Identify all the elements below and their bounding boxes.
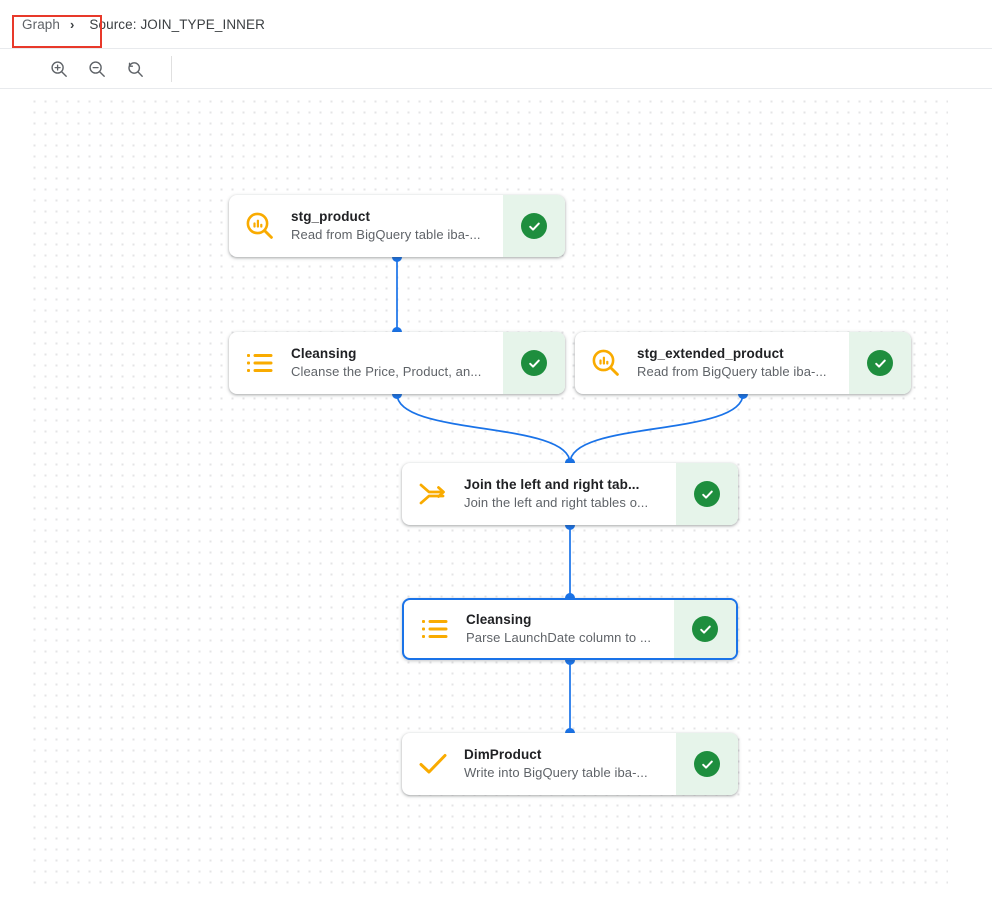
chevron-right-icon: › (70, 16, 75, 32)
bigquery-source-icon (229, 195, 291, 257)
node-title: DimProduct (464, 747, 542, 763)
breadcrumb-root-link[interactable]: Graph (22, 16, 61, 32)
status-badge-success (674, 600, 736, 658)
check-circle-icon (521, 350, 547, 376)
status-badge-success (676, 733, 738, 795)
status-badge-success (503, 195, 565, 257)
zoom-toolbar (0, 49, 992, 89)
node-title: stg_product (291, 209, 371, 225)
toolbar-divider (171, 55, 172, 82)
bigquery-sink-icon (402, 733, 464, 795)
node-text-block: Join the left and right tab... Join the l… (464, 463, 676, 525)
check-circle-icon (867, 350, 893, 376)
node-subtitle: Read from BigQuery table iba-... (291, 227, 481, 243)
node-subtitle: Write into BigQuery table iba-... (464, 765, 648, 781)
node-title: stg_extended_product (637, 346, 784, 362)
node-title: Join the left and right tab... (464, 477, 640, 493)
graph-edge (396, 393, 571, 464)
node-subtitle: Read from BigQuery table iba-... (637, 364, 827, 380)
breadcrumb-bar: Graph › Source: JOIN_TYPE_INNER (0, 0, 992, 49)
breadcrumb-current-label: Source: JOIN_TYPE_INNER (89, 16, 265, 32)
zoom-out-icon[interactable] (82, 54, 112, 84)
bigquery-source-icon (575, 332, 637, 394)
check-circle-icon (694, 751, 720, 777)
cleansing-list-icon (404, 600, 466, 658)
check-circle-icon (694, 481, 720, 507)
node-subtitle: Join the left and right tables o... (464, 495, 649, 511)
graph-edge (569, 393, 744, 464)
node-subtitle: Cleanse the Price, Product, an... (291, 364, 482, 380)
node-title: Cleansing (466, 612, 532, 628)
graph-node-join_node[interactable]: Join the left and right tab... Join the l… (402, 463, 738, 525)
check-circle-icon (521, 213, 547, 239)
join-merge-icon (402, 463, 464, 525)
node-subtitle: Parse LaunchDate column to ... (466, 630, 652, 646)
zoom-in-icon[interactable] (44, 54, 74, 84)
status-badge-success (503, 332, 565, 394)
zoom-reset-icon[interactable] (120, 54, 150, 84)
check-circle-icon (692, 616, 718, 642)
node-title: Cleansing (291, 346, 357, 362)
cleansing-list-icon (229, 332, 291, 394)
status-badge-success (849, 332, 911, 394)
status-badge-success (676, 463, 738, 525)
